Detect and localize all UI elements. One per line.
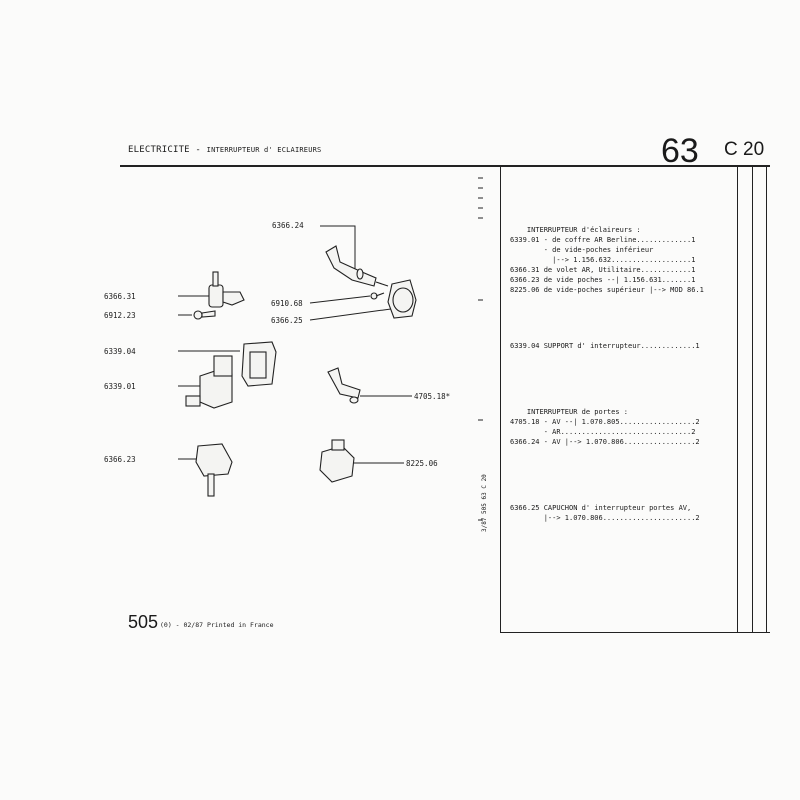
model-number: 505 — [128, 612, 159, 632]
section-code: C 20 — [724, 139, 765, 160]
catalog-block-switches: INTERRUPTEUR d'éclaireurs : 6339.01 - de… — [510, 226, 704, 294]
catalog-block-cap: 6366.25 CAPUCHON d' interrupteur portes … — [510, 504, 700, 522]
section-title: ELECTRICITE - — [128, 145, 207, 155]
label-6912-23: 6912.23 — [104, 311, 136, 320]
column-rule-2 — [752, 166, 753, 632]
footer-rule — [500, 632, 770, 633]
part-6910-68-sketch — [370, 292, 385, 300]
part-6912-23-sketch — [193, 310, 216, 320]
label-6366-24: 6366.24 — [272, 221, 304, 230]
column-rule-left — [500, 166, 502, 632]
page-title: ELECTRICITE - INTERRUPTEUR d' ECLAIREURS — [128, 145, 321, 155]
catalog-block-door-switches: INTERRUPTEUR de portes : 4705.18 - AV --… — [510, 408, 700, 446]
part-6366-24-sketch — [325, 245, 389, 287]
part-6339-04-sketch — [241, 341, 277, 387]
vertical-reference: 3/87 505 63 C 20 — [481, 474, 488, 532]
part-6366-25-sketch — [387, 279, 417, 319]
part-6366-31-sketch — [208, 271, 245, 308]
column-rule-1 — [737, 166, 738, 632]
part-6339-01-sketch — [185, 355, 233, 409]
tick-marks — [478, 177, 483, 521]
label-4705-18: 4705.18* — [414, 392, 451, 401]
part-4705-18-sketch — [327, 367, 361, 404]
label-6366-25: 6366.25 — [271, 316, 303, 325]
label-6339-04: 6339.04 — [104, 347, 136, 356]
header-rule — [120, 165, 770, 167]
catalog-block-support: 6339.04 SUPPORT d' interrupteur.........… — [510, 342, 700, 350]
label-6910-68: 6910.68 — [271, 299, 303, 308]
label-8225-06: 8225.06 — [406, 459, 438, 468]
part-8225-06-sketch — [319, 439, 355, 483]
part-6366-23-sketch — [195, 443, 233, 497]
label-6339-01: 6339.01 — [104, 382, 136, 391]
group-number: 63 — [661, 132, 699, 170]
column-rule-3 — [766, 166, 767, 632]
section-subtitle: INTERRUPTEUR d' ECLAIREURS — [206, 146, 322, 154]
label-6366-31: 6366.31 — [104, 292, 136, 301]
print-note: (0) - 02/87 Printed in France — [160, 621, 274, 629]
label-6366-23: 6366.23 — [104, 455, 136, 464]
